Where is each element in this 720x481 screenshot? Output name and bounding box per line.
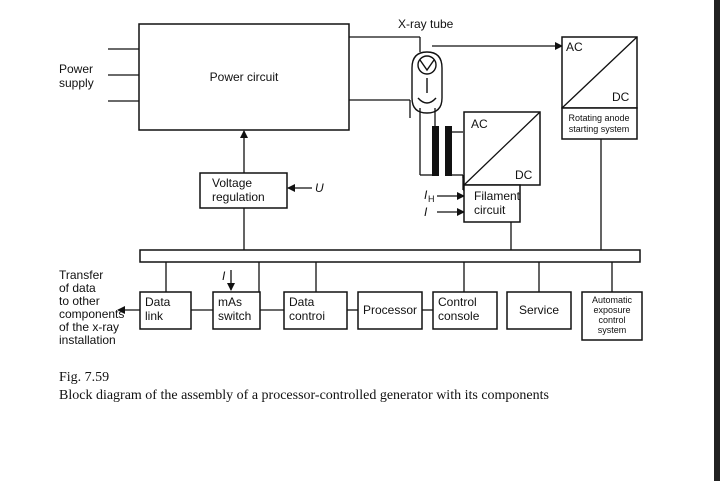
- mas-switch-box: [212, 291, 261, 330]
- transformer-icon: [432, 126, 452, 176]
- rotating-dc-label: DC: [612, 90, 630, 104]
- figure-caption: Block diagram of the assembly of a proce…: [59, 388, 549, 403]
- filament-circuit-label-1: Filament: [474, 189, 521, 203]
- auto-exposure-label-2: exposure: [593, 305, 630, 315]
- power-circuit-box: [138, 23, 350, 131]
- auto-exposure-label-1: Automatic: [592, 295, 633, 305]
- ih-symbol: I: [424, 188, 428, 202]
- transfer-label-5: of the x-ray: [59, 320, 119, 334]
- transfer-label-1: Transfer: [59, 268, 103, 282]
- xray-tube-icon: [411, 51, 443, 114]
- rotating-ac-label: AC: [566, 40, 583, 54]
- processor-label: Processor: [363, 303, 417, 317]
- power-circuit-label: Power circuit: [210, 70, 279, 84]
- data-link-label-1: Data: [145, 295, 171, 309]
- filament-dc-label: DC: [515, 168, 533, 182]
- i-symbol: I: [424, 205, 428, 219]
- i-mas-symbol: I: [222, 269, 226, 283]
- mas-switch-label-1: mAs: [218, 295, 242, 309]
- auto-exposure-label-3: control: [598, 315, 625, 325]
- data-bus: [139, 249, 641, 263]
- power-supply-label-1: Power: [59, 62, 93, 76]
- rotating-anode-box: [561, 107, 638, 140]
- data-link-label-2: link: [145, 309, 164, 323]
- data-link-box: [139, 291, 192, 330]
- mas-switch-label-2: switch: [218, 309, 251, 323]
- ih-subscript: H: [428, 194, 435, 204]
- control-console-label-2: console: [438, 309, 480, 323]
- transfer-label-4: components: [59, 307, 124, 321]
- u-symbol: U: [315, 181, 324, 195]
- voltage-regulation-label-2: regulation: [212, 190, 265, 204]
- xray-tube-label: X-ray tube: [398, 17, 454, 31]
- data-control-box: [283, 291, 348, 330]
- transfer-label-3: to other: [59, 294, 100, 308]
- filament-circuit-box: [463, 184, 521, 223]
- power-supply-label-2: supply: [59, 76, 94, 90]
- page-edge: [714, 0, 720, 481]
- auto-exposure-label-4: system: [598, 325, 627, 335]
- control-console-label-1: Control: [438, 295, 477, 309]
- figure-number: Fig. 7.59: [59, 370, 110, 385]
- control-console-box: [432, 291, 498, 330]
- voltage-regulation-box: [199, 172, 288, 209]
- data-control-label-2: controi: [289, 309, 325, 323]
- transfer-label-6: installation: [59, 333, 116, 347]
- rotating-anode-label-2: starting system: [569, 124, 630, 134]
- processor-box: [357, 291, 423, 330]
- rotating-anode-label-1: Rotating anode: [568, 113, 629, 123]
- transfer-label-2: of data: [59, 281, 96, 295]
- service-box: [506, 291, 572, 330]
- service-label: Service: [519, 303, 559, 317]
- voltage-regulation-label-1: Voltage: [212, 176, 252, 190]
- automatic-exposure-box: [581, 291, 643, 341]
- data-control-label-1: Data: [289, 295, 315, 309]
- filament-circuit-label-2: circuit: [474, 203, 506, 217]
- filament-ac-label: AC: [471, 117, 488, 131]
